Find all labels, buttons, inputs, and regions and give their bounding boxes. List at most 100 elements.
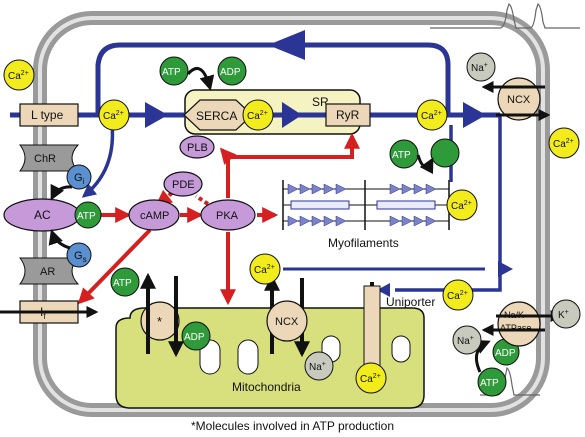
mito-ncx[interactable]: NCX <box>266 300 308 342</box>
svg-text:Ca2+: Ca2+ <box>553 138 574 150</box>
blue-arrowheads <box>145 30 513 297</box>
gi-inhibit-arrow <box>50 183 73 201</box>
atp-myosin: ATP <box>389 139 419 169</box>
svg-text:Ca2+: Ca2+ <box>8 70 29 82</box>
ca-mito-matrix: Ca2+ <box>355 362 387 394</box>
na-label: Na <box>471 63 484 74</box>
ryr-label: RyR <box>336 108 360 122</box>
ca-myofilaments: Ca2+ <box>446 189 478 221</box>
ca-label: Ca <box>254 265 267 276</box>
ryr-channel[interactable]: RyR <box>325 103 371 127</box>
serca-atp-hydrolysis-arrow <box>186 66 215 91</box>
svg-text:Ca2+: Ca2+ <box>103 110 124 122</box>
ar-label: AR <box>40 266 55 278</box>
na-k-atpase[interactable]: Na/K ATPase <box>497 301 541 347</box>
gi-sub: i <box>83 177 85 186</box>
na-mito: Na+ <box>304 351 334 381</box>
svg-text:Ca2+: Ca2+ <box>360 373 381 385</box>
svg-text:Na+: Na+ <box>457 335 474 347</box>
pka[interactable]: PKA <box>200 199 256 231</box>
gs-activate-arrow <box>48 229 71 250</box>
adp-label: ADP <box>220 67 241 78</box>
svg-text:Ca2+: Ca2+ <box>254 264 275 276</box>
svg-text:Gs: Gs <box>74 250 87 264</box>
na-label: Na <box>309 362 322 373</box>
l-type-channel[interactable]: L type <box>19 103 79 127</box>
atp-label: ATP <box>392 150 411 161</box>
ca-ryr: Ca2+ <box>416 99 448 131</box>
ca-charge: 2+ <box>260 110 268 117</box>
ca-charge: 2+ <box>116 110 124 117</box>
atp-synthase-transporter[interactable]: * <box>140 301 180 341</box>
na-charge: + <box>484 62 488 69</box>
phospholamban[interactable]: PLB <box>179 135 215 159</box>
ca-uniporter: Ca2+ <box>442 279 474 311</box>
action-potential-trace <box>430 3 580 29</box>
if-sub: f <box>43 312 46 321</box>
gs-protein[interactable]: Gs <box>66 242 92 268</box>
pka-to-ryr <box>228 132 360 159</box>
footnote: *Molecules involved in ATP production <box>190 419 394 433</box>
gi-label: G <box>74 172 83 184</box>
serca-pump[interactable]: SERCA <box>183 99 253 131</box>
plb-label: PLB <box>187 142 208 154</box>
myosin-atp-arrow <box>416 154 434 175</box>
na-nak: Na+ <box>452 325 482 355</box>
chr-label: ChR <box>34 153 56 165</box>
ca-extracellular: Ca2+ <box>3 59 35 91</box>
adp-label: ADP <box>495 348 516 359</box>
ncx-loop <box>395 115 502 292</box>
svg-text:Na+: Na+ <box>309 361 326 373</box>
mitochondria-label: Mitochondria <box>232 380 301 394</box>
atp-serca: ATP <box>159 56 189 86</box>
ca-label: Ca <box>103 111 116 122</box>
k-charge: + <box>565 309 569 316</box>
transporter-star: * <box>157 314 162 329</box>
gs-sub: s <box>83 255 87 264</box>
atp-mito-left: ATP <box>110 267 140 297</box>
adp-serca: ADP <box>217 56 247 86</box>
ca-charge: 2+ <box>460 290 468 297</box>
myofilaments <box>282 180 450 230</box>
atp-ac: ATP <box>74 201 102 229</box>
atp-label: ATP <box>480 378 499 389</box>
uniporter-label: Uniporter <box>386 295 435 309</box>
ca-mito-top: Ca2+ <box>249 253 281 285</box>
adp-mito: ADP <box>181 321 211 351</box>
k-label: K <box>558 310 565 321</box>
nak-label-2: ATPase <box>500 323 531 333</box>
ca-serca: Ca2+ <box>242 99 274 131</box>
pde[interactable]: PDE <box>163 171 203 197</box>
uniporter-channel[interactable] <box>363 285 381 367</box>
gi-protein[interactable]: Gi <box>66 164 92 190</box>
gs-label: G <box>74 250 83 262</box>
ca-charge: 2+ <box>566 138 574 145</box>
pde-label: PDE <box>172 179 195 191</box>
ca-label: Ca <box>553 139 566 150</box>
svg-text:Ca2+: Ca2+ <box>447 290 468 302</box>
serca-label: SERCA <box>196 109 237 123</box>
ltype-ca-to-ac <box>81 124 115 198</box>
cholinergic-receptor[interactable]: ChR <box>18 144 80 172</box>
nak-atp-arrow <box>473 340 491 373</box>
pka-to-pde-dash <box>194 194 210 206</box>
pka-label: PKA <box>216 210 239 222</box>
ca-label: Ca <box>421 111 434 122</box>
svg-text:Na+: Na+ <box>471 62 488 74</box>
svg-text:Ca2+: Ca2+ <box>421 110 442 122</box>
na-label: Na <box>457 336 470 347</box>
k-nak: K+ <box>551 299 581 329</box>
mito-ncx-label: NCX <box>275 316 299 328</box>
camp-label: cAMP <box>140 210 169 222</box>
atp-label: ATP <box>77 211 96 222</box>
ca-label: Ca <box>247 111 260 122</box>
camp[interactable]: cAMP <box>128 199 180 231</box>
ca-ltype: Ca2+ <box>98 99 130 131</box>
svg-text:Ca2+: Ca2+ <box>247 110 268 122</box>
adenylyl-cyclase[interactable]: AC <box>3 198 81 232</box>
ca-charge: 2+ <box>434 110 442 117</box>
ca-charge: 2+ <box>21 70 29 77</box>
svg-text:K+: K+ <box>558 309 569 321</box>
ac-label: AC <box>34 208 51 222</box>
